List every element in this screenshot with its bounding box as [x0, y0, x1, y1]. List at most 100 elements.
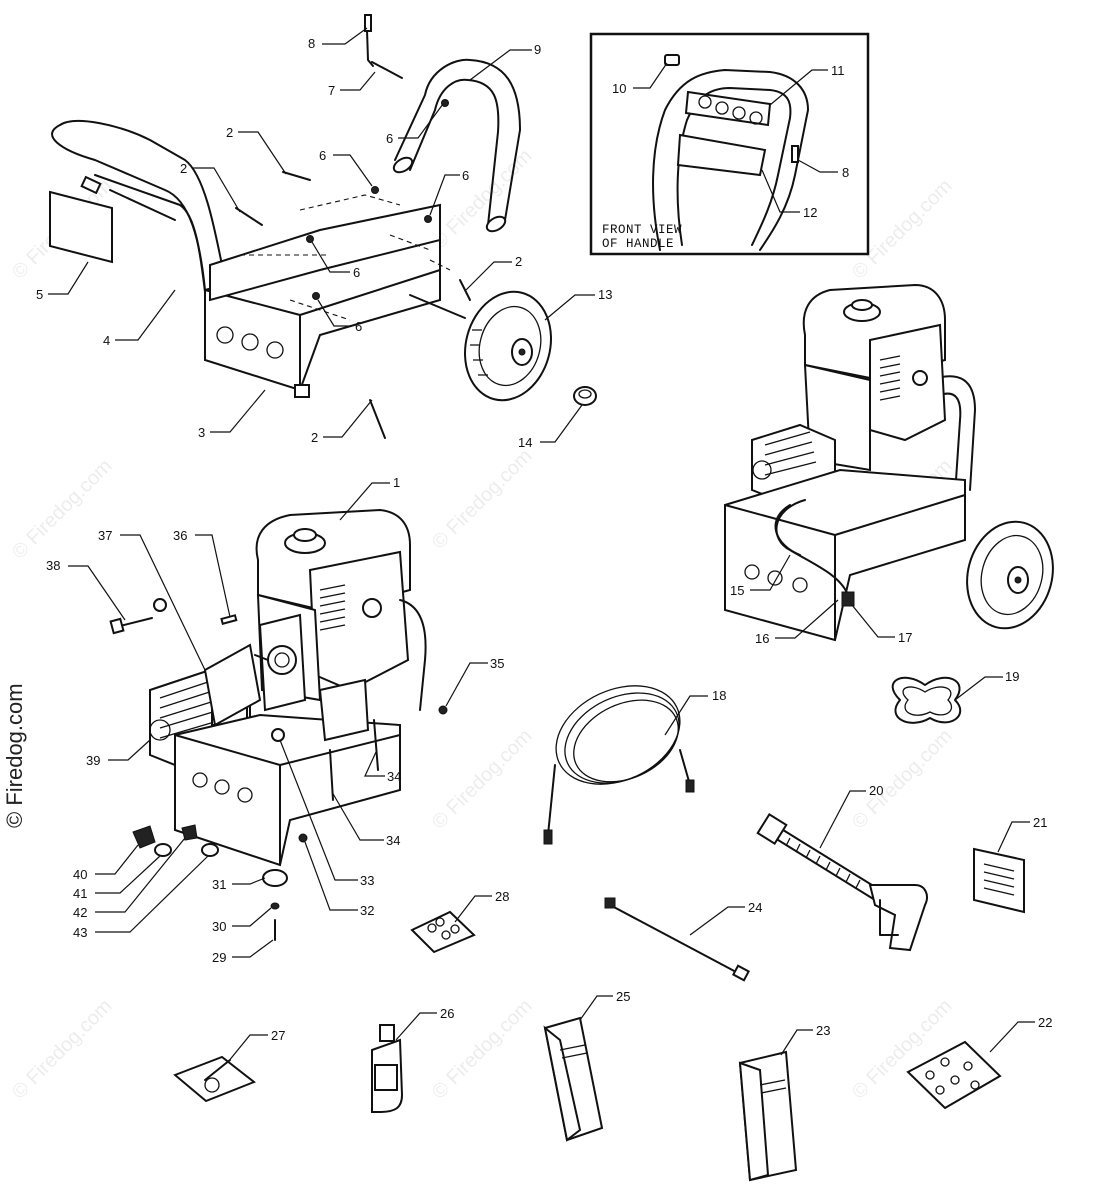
axle [409, 294, 466, 319]
frame-upper-plate [209, 203, 441, 302]
callout-10: 10 [612, 81, 626, 96]
callout-28: 28 [495, 889, 509, 904]
callout-36: 36 [173, 528, 187, 543]
callout-22: 22 [1038, 1015, 1052, 1030]
nut-part-35 [438, 705, 448, 715]
callout-2-b: 2 [180, 161, 187, 176]
callout-2-c: 2 [515, 254, 522, 269]
pin-part-7 [371, 61, 403, 79]
watermark-5: © Firedog.com [428, 445, 537, 554]
handle-grip-clip [80, 175, 102, 195]
assembled-unit [724, 283, 1054, 642]
callout-11: 11 [831, 63, 845, 78]
callout-3: 3 [198, 425, 205, 440]
kit-part-22 [906, 1040, 1002, 1110]
isolator-part-31 [262, 869, 288, 887]
callout-6-a: 6 [386, 131, 393, 146]
handle-front-view-inset: FRONT VIEW OF HANDLE [589, 32, 870, 256]
callout-18: 18 [712, 688, 726, 703]
callout-14: 14 [518, 435, 532, 450]
inset-caption-1: FRONT VIEW [602, 223, 682, 237]
watermark-9: © Firedog.com [8, 995, 117, 1104]
handle-part-9 [394, 58, 521, 226]
callout-34-b: 34 [386, 833, 400, 848]
callout-13: 13 [598, 287, 612, 302]
callout-23: 23 [816, 1023, 830, 1038]
callout-31: 31 [212, 877, 226, 892]
inset-decal-part-12 [676, 133, 767, 177]
callout-43: 43 [73, 925, 87, 940]
gun-part-20 [756, 812, 928, 952]
hubcap-part-14 [573, 386, 597, 406]
callout-6-d: 6 [353, 265, 360, 280]
callout-17: 17 [898, 630, 912, 645]
adapter-flange [203, 613, 307, 727]
frame-assembly [49, 14, 521, 439]
callout-29: 29 [212, 950, 226, 965]
wand-part-24 [604, 897, 750, 982]
frame-foot [294, 384, 310, 398]
cap-part-41 [154, 843, 172, 857]
watermark-8: © Firedog.com [848, 725, 957, 834]
fitting-part-33 [271, 728, 285, 742]
callout-30: 30 [212, 919, 226, 934]
kit-part-28 [410, 910, 476, 954]
wheel-part-13 [464, 290, 552, 402]
callout-12: 12 [803, 205, 817, 220]
bolt-part-38 [119, 617, 153, 627]
leader-lines [48, 27, 1035, 1063]
handle-bar-lower [94, 174, 206, 293]
callout-33: 33 [360, 873, 374, 888]
watermark-2: © Firedog.com [428, 145, 537, 254]
callout-5: 5 [36, 287, 43, 302]
washer-part-37 [153, 598, 167, 612]
callout-35: 35 [490, 656, 504, 671]
inset-clip-part-8 [791, 145, 799, 163]
callout-numbers: 8 7 9 2 2 6 6 6 6 6 2 5 4 3 2 13 14 10 1… [36, 36, 1052, 1043]
oil-bottle-part-26 [371, 1024, 404, 1113]
bolt-part-34-a [373, 719, 379, 771]
callout-15: 15 [730, 583, 744, 598]
callout-25: 25 [616, 989, 630, 1004]
nozzle-part-40 [132, 825, 156, 849]
callout-6-b: 6 [319, 148, 326, 163]
watermark-7: © Firedog.com [428, 725, 537, 834]
valve-part-42 [181, 824, 198, 841]
callout-38: 38 [46, 558, 60, 573]
callout-6-e: 6 [355, 319, 362, 334]
assembled-nozzle-17 [841, 591, 855, 607]
callout-8-a: 8 [308, 36, 315, 51]
callout-42: 42 [73, 905, 87, 920]
assembled-base [724, 468, 966, 642]
callout-19: 19 [1005, 669, 1019, 684]
callout-16: 16 [755, 631, 769, 646]
callout-26: 26 [440, 1006, 454, 1021]
callout-21: 21 [1033, 815, 1047, 830]
callout-32: 32 [360, 903, 374, 918]
inset-caption-2: OF HANDLE [602, 237, 674, 251]
nut-part-6-a [441, 99, 449, 107]
pump-base-plate [174, 678, 401, 867]
manual-part-21 [973, 847, 1025, 914]
bolt-part-34-b [329, 749, 334, 801]
cap-part-43 [201, 843, 219, 857]
callout-2-a: 2 [226, 125, 233, 140]
key-part-36 [220, 614, 238, 625]
inset-knob-part-10 [664, 54, 680, 66]
small-hardware [109, 598, 448, 941]
washer-part-30 [270, 902, 280, 910]
callout-6-c: 6 [462, 168, 469, 183]
callout-9: 9 [534, 42, 541, 57]
callout-20: 20 [869, 783, 883, 798]
belt-part-19 [891, 676, 962, 724]
callout-27: 27 [271, 1028, 285, 1043]
nut-part-32 [298, 833, 308, 843]
callout-8-b: 8 [842, 165, 849, 180]
callout-37: 37 [98, 528, 112, 543]
callout-4: 4 [103, 333, 110, 348]
callout-1: 1 [393, 475, 400, 490]
decal-part-5 [49, 190, 113, 264]
callout-39: 39 [86, 753, 100, 768]
callout-34-a: 34 [387, 769, 401, 784]
kit-part-27 [173, 1055, 256, 1103]
